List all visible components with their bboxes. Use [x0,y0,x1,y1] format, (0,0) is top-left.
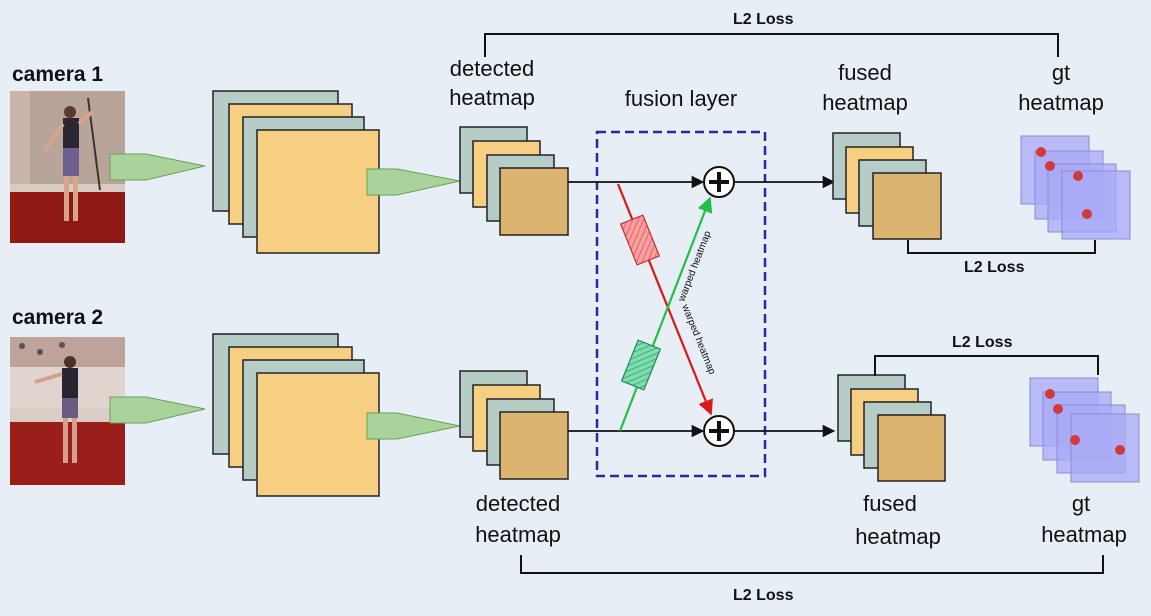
fused-heatmap-stack-top [832,132,942,240]
fused-heatmap-label-bottom-line-2: heatmap [855,524,941,549]
fusion-layer-box [595,130,767,478]
warp-weights-red [619,214,661,266]
gt-heatmap-stack-bottom [1029,377,1140,483]
camera-2-image [10,337,125,485]
fused-heatmap-stack-bottom [837,374,946,482]
gt-heatmap-label-top-line-2: heatmap [1018,90,1104,115]
gt-heatmap-label-bottom-line-1: gt [1072,491,1090,516]
gt-heatmap-stack-top [1020,135,1131,240]
detected-heatmap-label-bottom-line-2: heatmap [475,522,561,547]
fused-heatmap-label-top-line-2: heatmap [822,90,908,115]
camera-1-label: camera 1 [12,63,103,86]
warp-label-green: warped heatmap [676,229,713,304]
gt-heatmap-label-top-line-1: gt [1052,60,1070,85]
warp-label-red: warped heatmap [679,302,718,377]
loss-bracket-middle [907,240,1096,254]
cone-camera-2-to-backbone [109,396,206,424]
cone-backbone-to-heatmap-bottom [366,412,461,440]
cone-camera-1-to-backbone [109,153,206,181]
detected-heatmap-stack-bottom [459,370,569,480]
detected-heatmap-label-top-line-2: heatmap [449,85,535,110]
cone-backbone-to-heatmap-top [366,168,461,196]
warp-weights-green [620,339,662,391]
loss-label-top: L2 Loss [733,11,794,28]
loss-label-middle: L2 Loss [964,259,1025,276]
warp-arrow-green [618,196,713,432]
camera-1-image [10,91,125,243]
detected-heatmap-label-top-line-1: detected [450,56,534,81]
backbone-stack-top [212,90,380,254]
backbone-stack-bottom [212,333,380,497]
detected-heatmap-label-bottom-line-1: detected [476,491,560,516]
plus-node-top [703,166,735,198]
loss-label-bottom: L2 Loss [733,587,794,604]
detected-heatmap-stack-top [459,126,569,236]
plus-node-bottom [703,415,735,447]
loss-bracket-right-bottom [874,355,1099,376]
gt-heatmap-label-bottom-line-2: heatmap [1041,522,1127,547]
fusion-layer-label: fusion layer [625,86,738,111]
loss-label-right-bottom: L2 Loss [952,334,1013,351]
camera-2-label: camera 2 [12,306,103,329]
loss-bracket-bottom [520,555,1104,574]
fused-heatmap-label-bottom-line-1: fused [863,491,917,516]
loss-bracket-top [484,33,1059,57]
fused-heatmap-label-top-line-1: fused [838,60,892,85]
